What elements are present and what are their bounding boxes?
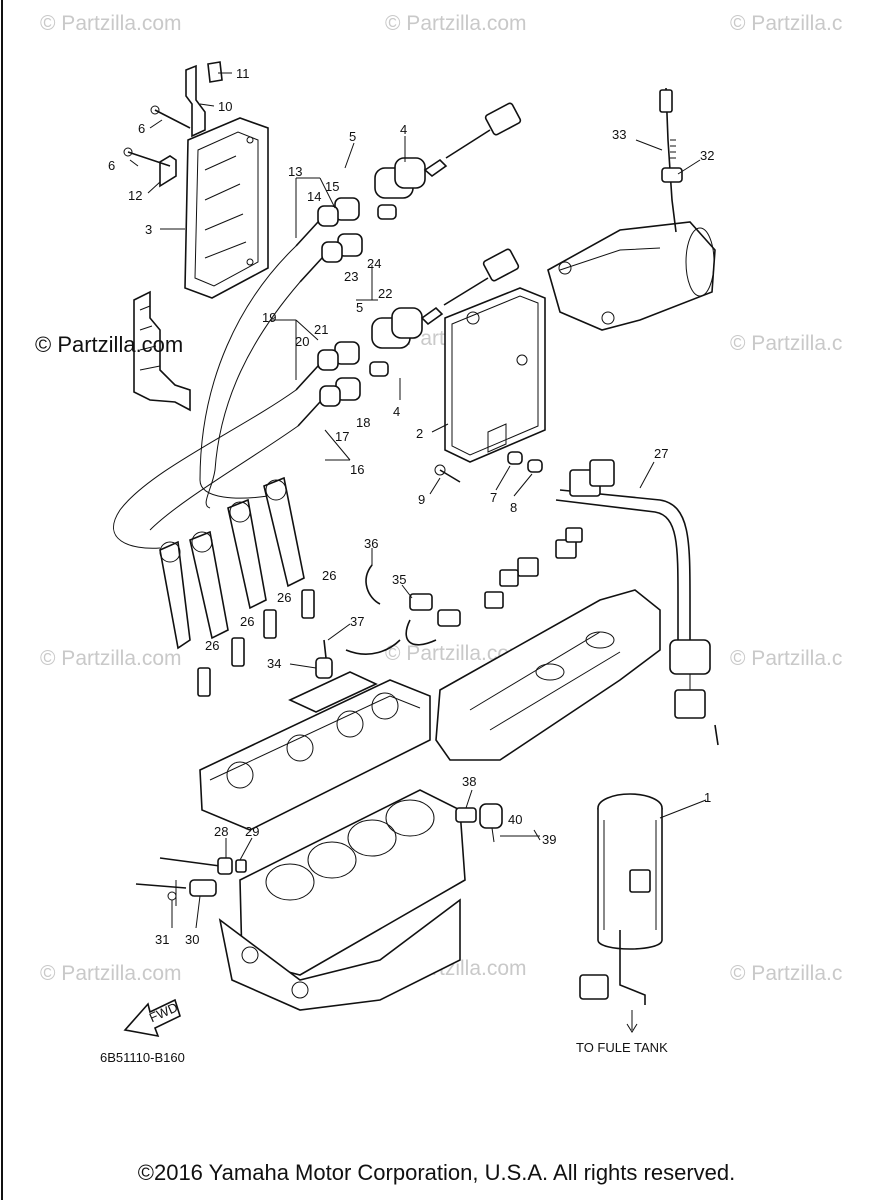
engine-cylinder-block	[218, 789, 466, 1011]
callout-20: 20	[295, 334, 309, 349]
callout-35: 35	[392, 572, 406, 587]
part-1-fuel-pump	[579, 793, 663, 1033]
fwd-arrow: FWD	[123, 998, 181, 1038]
part-38-39-40-sensor-assy	[455, 803, 503, 843]
part-26-spark-plugs	[197, 589, 315, 697]
watermark-dark: © Partzilla.com	[35, 332, 183, 357]
part-10-11-12-brackets	[159, 61, 223, 188]
callout-15: 15	[325, 179, 339, 194]
part-2-control-unit	[444, 287, 546, 463]
callout-18: 18	[356, 415, 370, 430]
callout-38: 38	[462, 774, 476, 789]
callout-13: 13	[288, 164, 302, 179]
callout-9: 9	[418, 492, 425, 507]
callout-5: 5	[356, 300, 363, 315]
callout-17: 17	[335, 429, 349, 444]
watermark: © Partzilla.com	[40, 12, 182, 35]
callout-26: 26	[277, 590, 291, 605]
callout-40: 40	[508, 812, 522, 827]
callout-19: 19	[262, 310, 276, 325]
callout-11: 11	[236, 66, 250, 81]
callout-7: 7	[490, 490, 497, 505]
part-4-ignition-coil-lower	[369, 248, 520, 377]
watermark: © Partzilla.c	[730, 332, 842, 355]
diagram-code: 6B51110-B160	[100, 1050, 185, 1065]
engine-cylinder-head	[199, 671, 431, 831]
callout-4: 4	[393, 404, 400, 419]
callout-29: 29	[245, 824, 259, 839]
callout-5: 5	[349, 129, 356, 144]
callout-4: 4	[400, 122, 407, 137]
watermark: © Partzilla.c	[730, 962, 842, 985]
callout-12: 12	[128, 188, 142, 203]
callout-2: 2	[416, 426, 423, 441]
watermark: © Partzilla.c	[730, 12, 842, 35]
callout-21: 21	[314, 322, 328, 337]
callout-34: 34	[267, 656, 281, 671]
callout-24: 24	[367, 256, 381, 271]
callout-22: 22	[378, 286, 392, 301]
callout-8: 8	[510, 500, 517, 515]
callout-3: 3	[145, 222, 152, 237]
part-27-wire-harness	[484, 459, 719, 746]
callout-39: 39	[542, 832, 556, 847]
callout-6: 6	[138, 121, 145, 136]
callout-10: 10	[218, 99, 232, 114]
part-3-cover-frame	[184, 117, 269, 299]
watermark: © Partzilla.com	[40, 647, 182, 670]
intake-manifold	[435, 589, 661, 761]
callout-26: 26	[322, 568, 336, 583]
callout-31: 31	[155, 932, 169, 947]
callout-16: 16	[350, 462, 364, 477]
callout-30: 30	[185, 932, 199, 947]
spark-plug-boots	[159, 476, 305, 650]
watermark: © Partzilla.com	[385, 12, 527, 35]
callout-numbers: 11 10 6 6 12 3 4 5 13 15 14 24 23 22 5 1…	[108, 66, 714, 947]
part-34-37-sensors	[315, 564, 461, 679]
leader-lines	[129, 72, 707, 929]
callout-23: 23	[344, 269, 358, 284]
part-6-screws	[123, 105, 191, 167]
intake-throttle-body	[547, 221, 716, 331]
part-32-33-sensor	[659, 87, 683, 233]
watermark: © Partzilla.com	[40, 962, 182, 985]
watermark: © Partzilla.com	[385, 642, 527, 665]
callout-37: 37	[350, 614, 364, 629]
bracket-left	[133, 290, 191, 412]
plug-caps-and-leads	[113, 197, 363, 549]
callout-32: 32	[700, 148, 714, 163]
callout-6: 6	[108, 158, 115, 173]
to-fuel-tank-label: TO FULE TANK	[576, 1040, 668, 1055]
part-7-8-9-grommet-collar-bolt	[434, 451, 543, 483]
callout-1: 1	[704, 790, 711, 805]
callout-33: 33	[612, 127, 626, 142]
copyright-notice: ©2016 Yamaha Motor Corporation, U.S.A. A…	[137, 1160, 736, 1185]
callout-14: 14	[307, 189, 321, 204]
watermark: © Partzilla.c	[730, 647, 842, 670]
part-28-31-sensors	[135, 857, 247, 906]
part-4-ignition-coil-upper	[374, 102, 522, 220]
callout-27: 27	[654, 446, 668, 461]
callout-28: 28	[214, 824, 228, 839]
callout-36: 36	[364, 536, 378, 551]
callout-26: 26	[205, 638, 219, 653]
callout-26: 26	[240, 614, 254, 629]
